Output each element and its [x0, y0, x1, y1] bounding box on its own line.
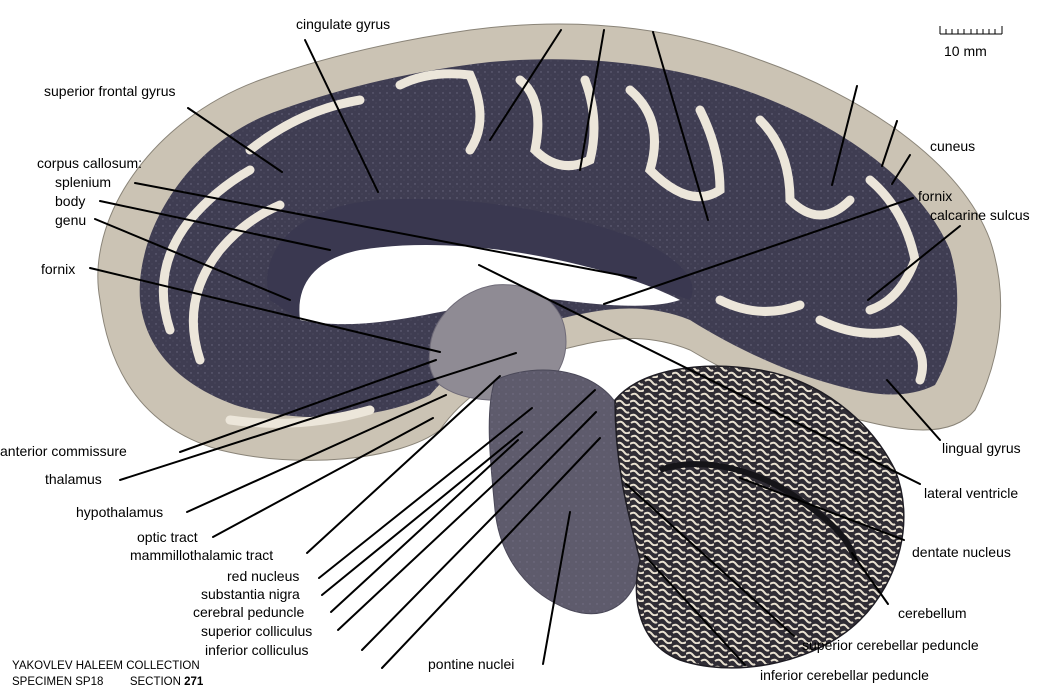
leader-dentate-nucleus: [739, 477, 905, 541]
leader-fornix-right: [603, 197, 914, 305]
label-thalamus: thalamus: [45, 471, 102, 487]
leader-hypothalamus: [186, 394, 447, 513]
leader-inferior-cerebellar-peduncle: [644, 555, 746, 666]
leader-substantia-nigra: [321, 431, 523, 596]
leader-lines: [89, 29, 961, 669]
leader-fornix-left: [89, 267, 441, 353]
label-cingulate-gyrus: cingulate gyrus: [296, 16, 391, 32]
label-cuneus: cuneus: [930, 138, 976, 154]
leader-body: [99, 200, 331, 251]
leader-pontine-nuclei: [542, 511, 571, 665]
leader-genu: [94, 218, 291, 301]
leader-gyrus-top-3: [652, 31, 709, 221]
label-superior-cerebellar-peduncle: superior cerebellar peduncle: [802, 637, 979, 653]
leader-superior-cerebellar-peduncle: [625, 483, 795, 637]
leader-lateral-ventricle: [478, 264, 921, 485]
footer-section-number: 271: [184, 676, 204, 688]
label-inferior-colliculus: inferior colliculus: [205, 642, 309, 658]
leader-mammillothalamic-tract: [306, 375, 501, 554]
leader-cerebral-peduncle: [330, 439, 519, 613]
scale-bar-label: 10 mm: [944, 43, 987, 59]
leader-calcarine-sulcus: [867, 225, 961, 301]
cerebellum-body: [614, 365, 905, 669]
leader-gyrus-top-2: [579, 29, 605, 171]
label-superior-frontal-gyrus: superior frontal gyrus: [44, 83, 176, 99]
label-substantia-nigra: substantia nigra: [201, 586, 300, 602]
label-hypothalamus: hypothalamus: [76, 504, 164, 520]
leader-cerebellum: [851, 552, 889, 605]
corpus-callosum: [267, 199, 693, 320]
label-splenium: splenium: [55, 174, 112, 190]
label-red-nucleus: red nucleus: [227, 568, 300, 584]
footer-specimen-line: SPECIMEN SP18 SECTION 271: [12, 676, 203, 689]
cerebellum-arbor: [658, 461, 858, 561]
label-cerebellum: cerebellum: [898, 605, 967, 621]
gyri-folds: [158, 69, 927, 428]
scale-bar: [939, 26, 1003, 35]
leader-lingual-gyrus: [886, 379, 941, 441]
leader-cingulate-gyrus: [304, 39, 379, 193]
label-lingual-gyrus: lingual gyrus: [942, 440, 1021, 456]
label-lateral-ventricle: lateral ventricle: [924, 485, 1019, 501]
footer-collection: YAKOVLEV HALEEM COLLECTION: [12, 660, 200, 672]
leader-thalamus: [119, 352, 517, 481]
label-anterior-commissure: anterior commissure: [0, 443, 127, 459]
label-cerebral-peduncle: cerebral peduncle: [193, 604, 305, 620]
label-pontine-nuclei: pontine nuclei: [428, 656, 515, 672]
leader-unlabeled: [381, 437, 601, 669]
leader-red-nucleus: [318, 407, 533, 579]
leader-splenium: [134, 182, 637, 279]
leader-anterior-commissure: [179, 359, 437, 453]
label-dentate-nucleus: dentate nucleus: [912, 544, 1011, 560]
label-fornix-left: fornix: [41, 261, 76, 277]
footer-specimen: SPECIMEN SP18: [12, 676, 104, 688]
leader-superior-frontal-gyrus: [187, 107, 283, 173]
label-mammillothalamic-tract: mammillothalamic tract: [130, 547, 274, 563]
leader-inferior-colliculus: [361, 411, 597, 651]
lateral-ventricle: [299, 245, 680, 325]
leader-cuneus: [891, 154, 911, 185]
label-inferior-cerebellar-peduncle: inferior cerebellar peduncle: [760, 667, 929, 683]
label-corpus-callosum: corpus callosum:: [37, 155, 143, 171]
label-calcarine-sulcus: calcarine sulcus: [930, 207, 1030, 223]
label-body: body: [55, 193, 86, 209]
label-genu: genu: [55, 212, 87, 228]
footer-section-label: SECTION: [129, 676, 181, 688]
leader-gyrus-top-4: [831, 85, 858, 186]
leader-gyrus-top-5: [881, 120, 898, 167]
label-fornix-right: fornix: [918, 188, 953, 204]
leader-optic-tract: [212, 417, 434, 538]
leader-gyrus-top-1: [489, 29, 562, 141]
leader-superior-colliculus: [337, 389, 596, 631]
label-optic-tract: optic tract: [137, 529, 198, 545]
label-superior-colliculus: superior colliculus: [201, 623, 313, 639]
